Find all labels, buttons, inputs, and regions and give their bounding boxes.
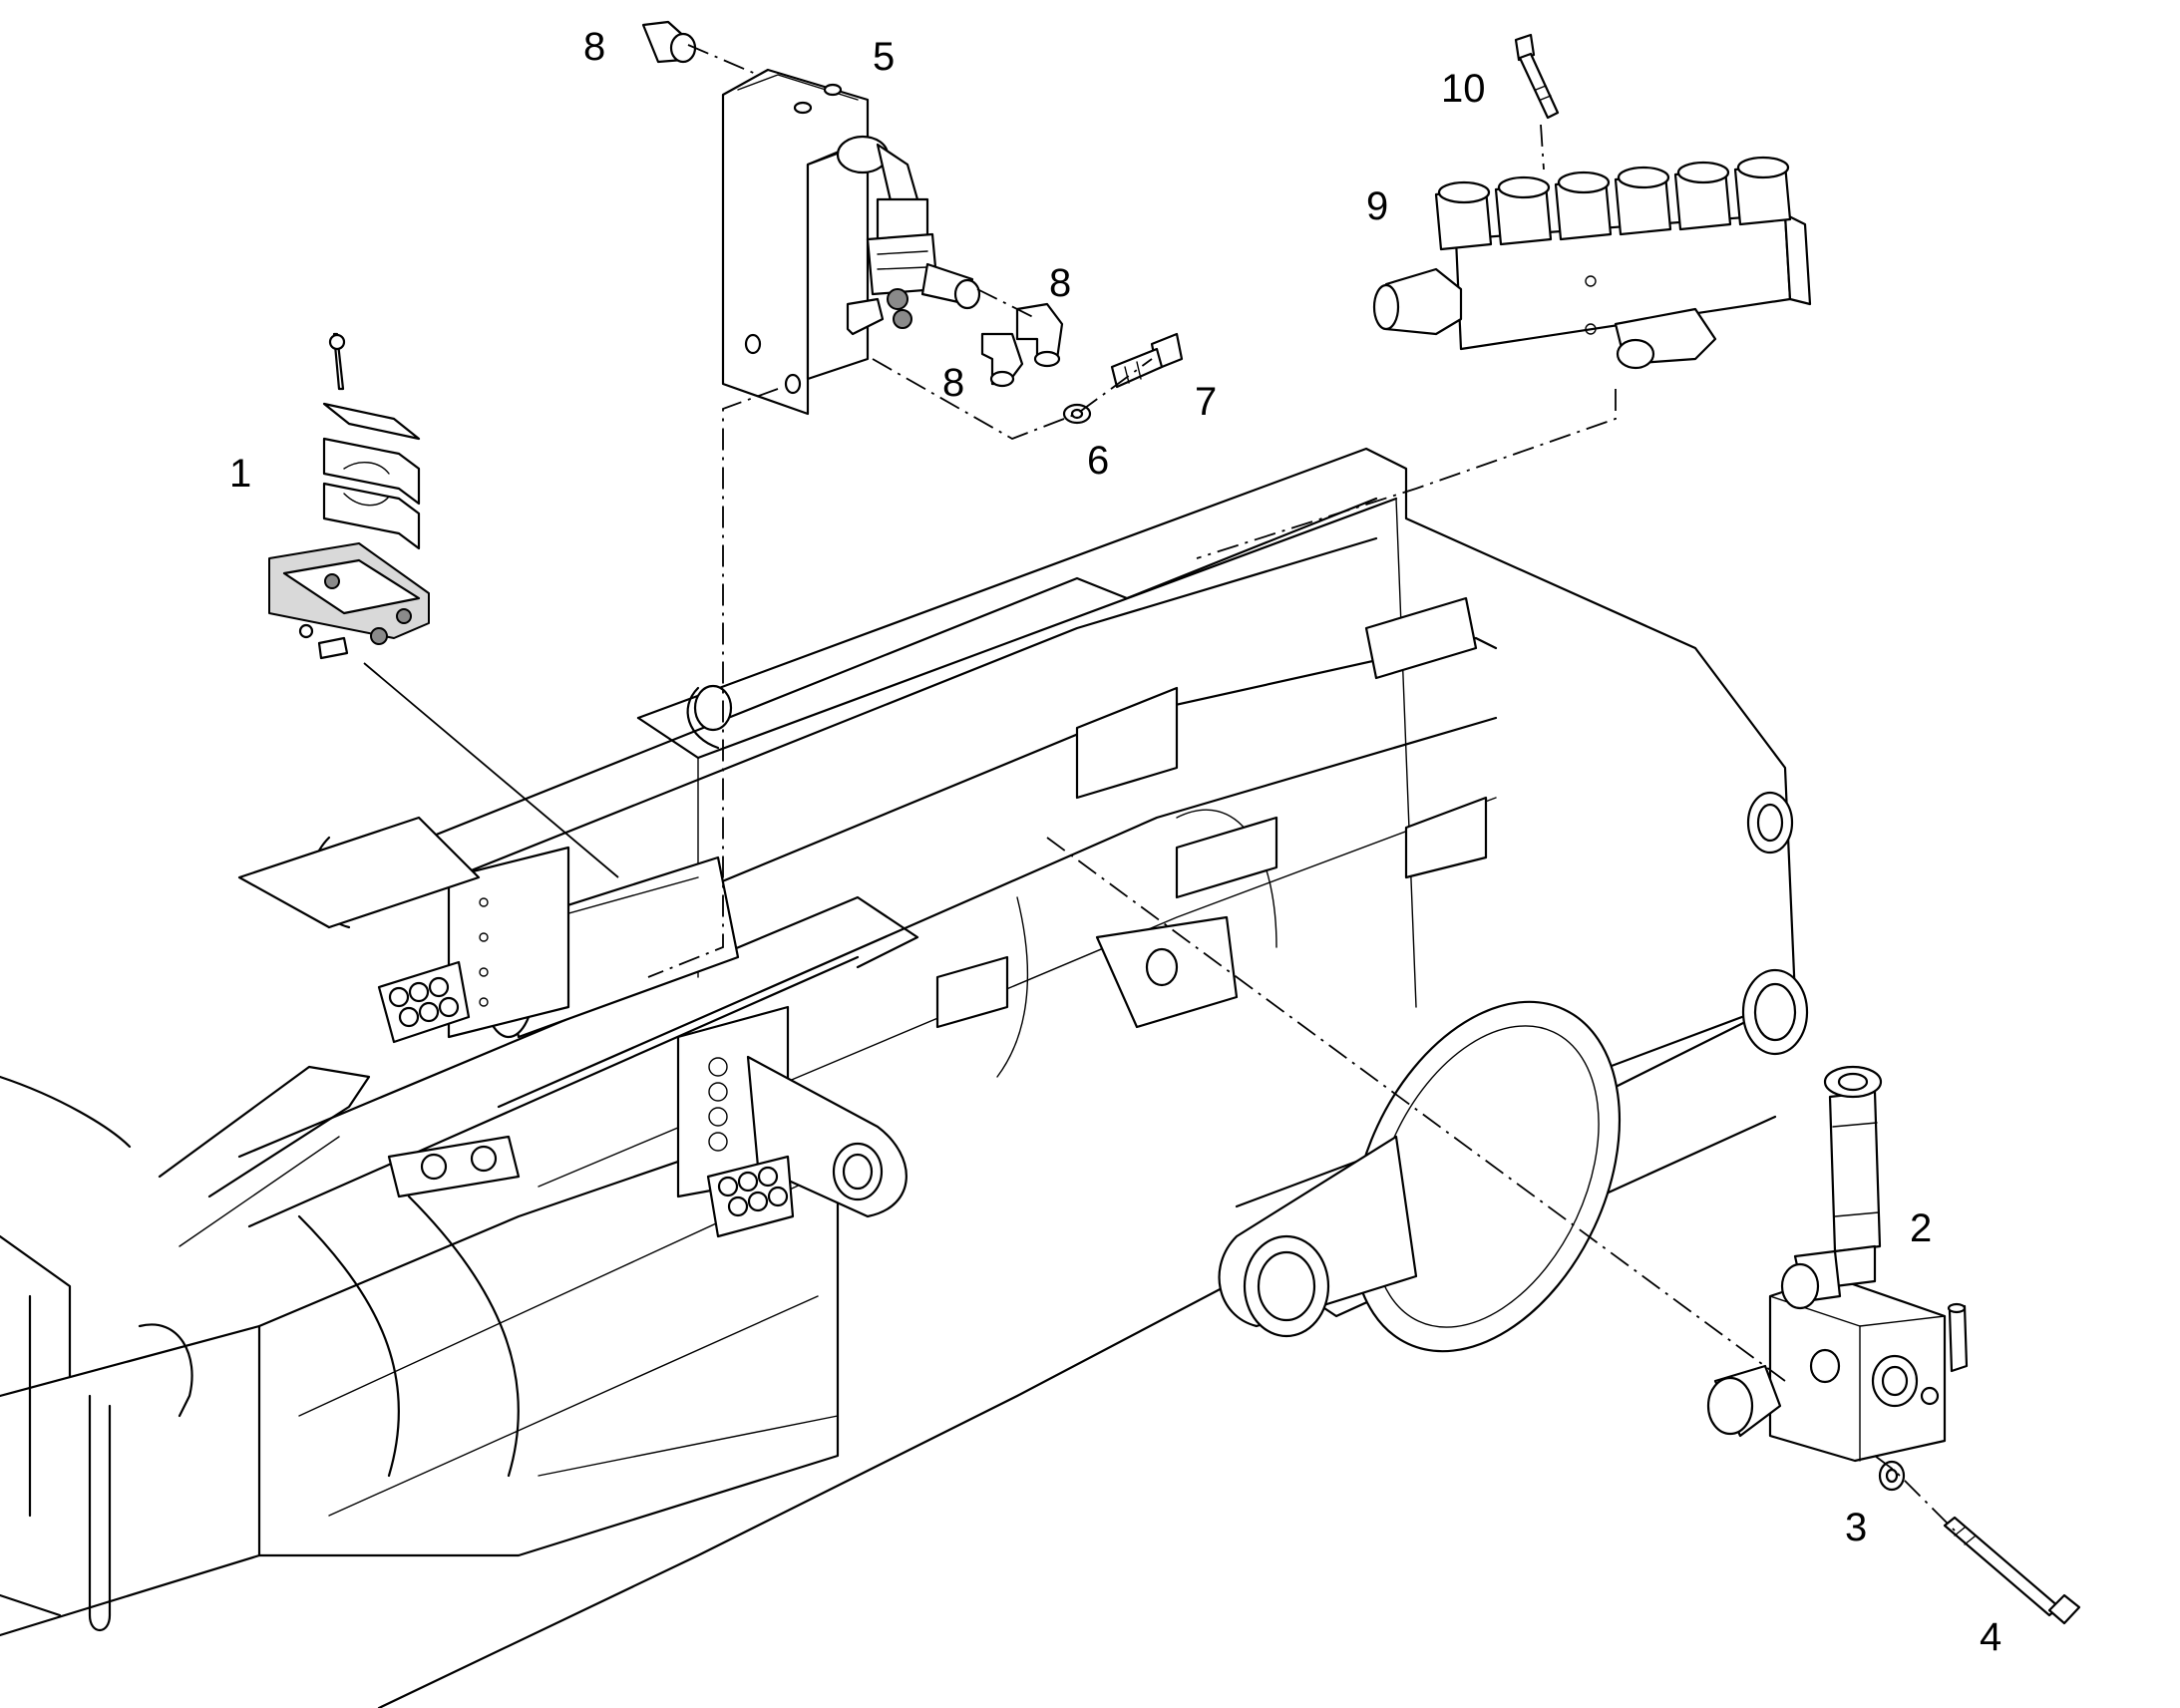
callout-1: 1 — [229, 452, 251, 496]
bolt-pad-center — [706, 1155, 795, 1238]
callout-5: 5 — [873, 35, 895, 79]
part-7-bolt — [1110, 332, 1184, 389]
callout-8-lower: 8 — [942, 361, 964, 405]
callout-3: 3 — [1845, 1506, 1867, 1549]
callout-2: 2 — [1910, 1206, 1932, 1250]
elbow-fitting-top — [641, 20, 697, 64]
callout-4: 4 — [1980, 1615, 2001, 1659]
part-4-bolt — [1943, 1516, 2081, 1625]
callout-6: 6 — [1087, 439, 1109, 483]
elbow-fitting-lower — [980, 332, 1024, 388]
part-5-valve-plate-assembly — [721, 68, 981, 416]
manifold-cartridges — [1434, 156, 1792, 251]
part-10-long-bolt — [1514, 33, 1560, 120]
part-2-valve-block — [1706, 1065, 1969, 1463]
callout-labels: 1 2 3 4 5 6 7 8 8 8 9 10 — [229, 25, 2001, 1659]
part-9-manifold — [1372, 156, 1812, 370]
part-3-washer — [1878, 1460, 1906, 1492]
leader-lines — [363, 44, 1956, 1532]
callout-9: 9 — [1366, 184, 1388, 228]
elbow-fitting-middle — [1015, 302, 1064, 368]
callout-7: 7 — [1195, 380, 1217, 424]
callout-8-top: 8 — [583, 25, 605, 69]
chassis-frame — [0, 447, 1809, 1708]
bolt-pad-left — [377, 960, 471, 1044]
part-1-clamp-assembly — [268, 332, 430, 660]
callout-8-right: 8 — [1049, 261, 1071, 305]
part-8-elbow-fittings — [641, 20, 1064, 388]
callout-10: 10 — [1441, 67, 1486, 111]
